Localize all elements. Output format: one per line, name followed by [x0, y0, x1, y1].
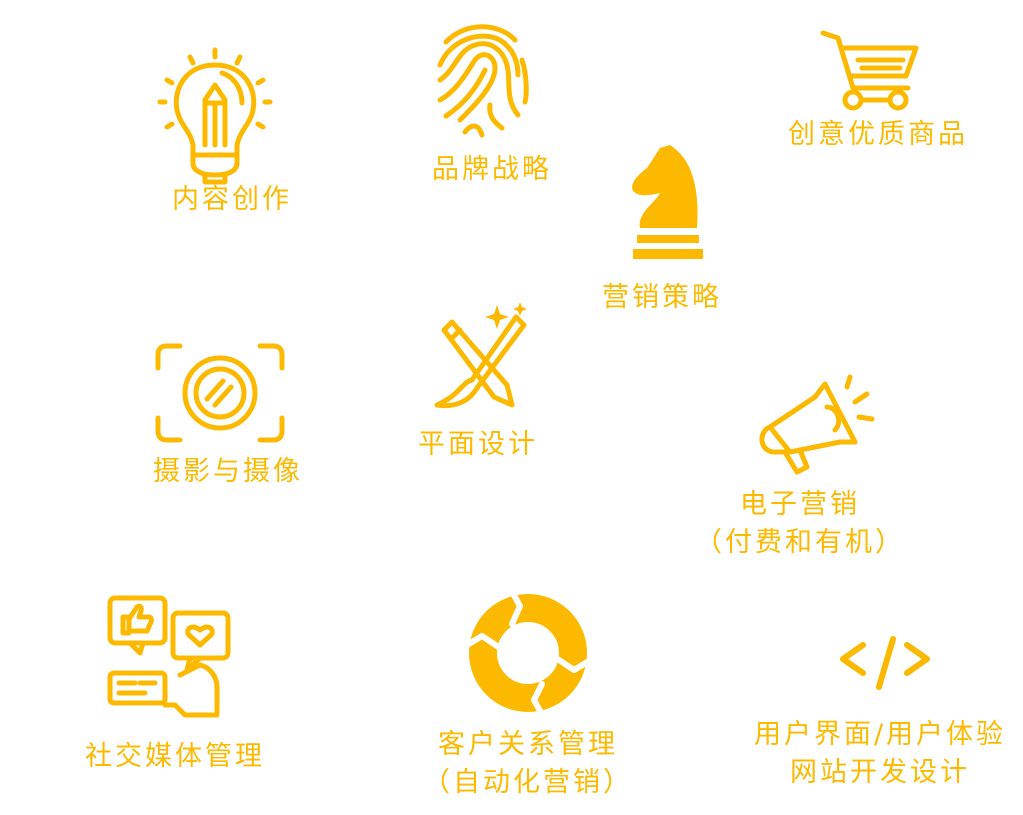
lightbulb-pencil-icon	[157, 47, 273, 185]
service-label-line: （付费和有机）	[695, 527, 905, 558]
service-label-line: 用户界面/用户体验	[753, 719, 1007, 750]
social-media-icon	[107, 595, 231, 718]
service-label: 社交媒体管理	[85, 741, 265, 772]
service-label: 电子营销 （付费和有机）	[695, 486, 905, 562]
service-label: 摄影与摄像	[153, 456, 303, 487]
service-label: 内容创作	[172, 184, 292, 215]
code-icon	[840, 636, 930, 690]
service-label: 用户界面/用户体验 网站开发设计	[754, 716, 1006, 792]
chess-knight-icon	[632, 145, 703, 259]
service-label: 营销策略	[602, 282, 722, 313]
service-label: 品牌战略	[432, 154, 552, 185]
service-label-line: 网站开发设计	[789, 757, 970, 788]
service-label: 平面设计	[418, 429, 538, 460]
fingerprint-icon	[437, 24, 529, 138]
shopping-cart-icon	[820, 30, 919, 111]
crm-badge: CRM	[498, 640, 558, 668]
megaphone-icon	[759, 374, 875, 475]
camera-lens-icon	[155, 343, 285, 443]
service-label: 创意优质商品	[788, 119, 968, 150]
crm-cycle-icon: CRM	[462, 588, 594, 718]
brush-pencil-icon	[434, 302, 527, 409]
service-label-line: 电子营销	[740, 489, 860, 520]
service-label-line: （自动化营销）	[423, 767, 633, 798]
service-label-line: 客户关系管理	[438, 729, 618, 760]
service-label: 客户关系管理 （自动化营销）	[423, 726, 633, 802]
